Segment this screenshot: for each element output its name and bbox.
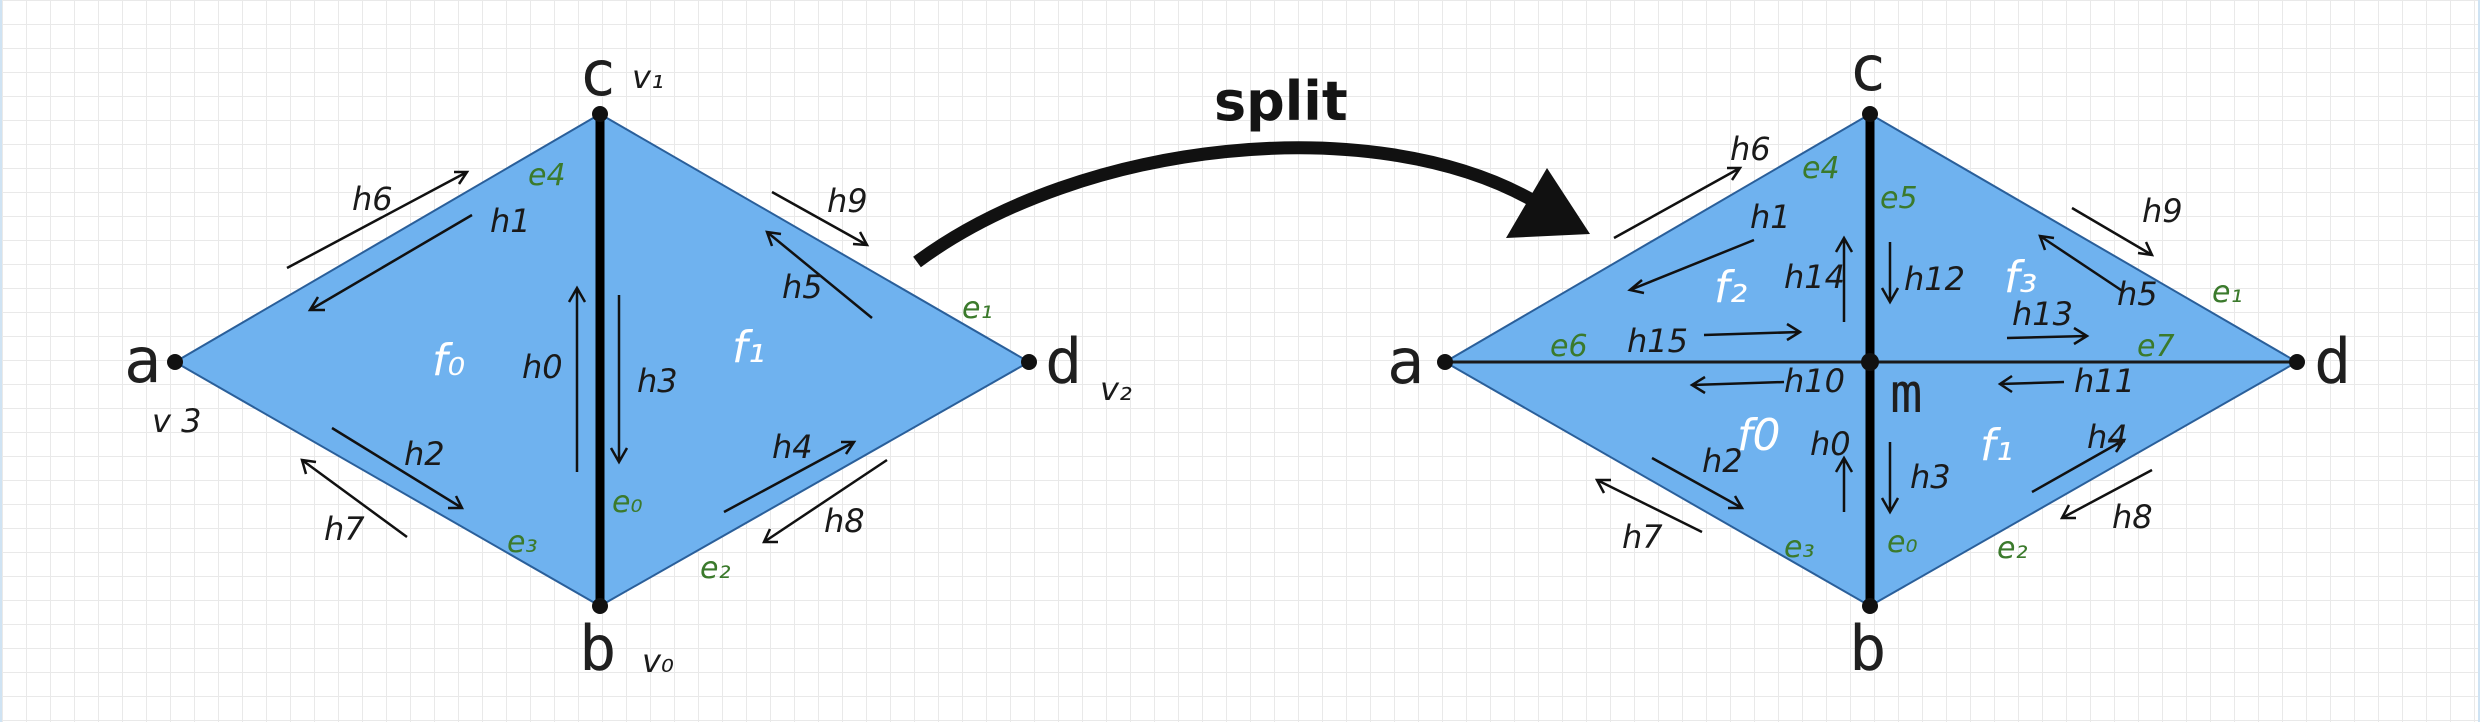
split-arrow: split (913, 70, 1590, 268)
left-mesh: a b c d v₀ v₁ v₂ v 3 f₀ f₁ e₀ e₁ e₂ e₃ e… (124, 37, 1132, 685)
left-vertex-id-v2: v₂ (1100, 370, 1132, 408)
right-halfedge-h9: h9 (2142, 192, 2183, 230)
right-mesh: a b c d m f0 f₁ f₂ f₃ e₀ e₁ e₂ e₃ e4 e5 … (1387, 32, 2351, 685)
right-vertex-b: b (1849, 612, 1886, 685)
left-edge-e1-label: e₁ (962, 291, 992, 326)
left-vertex-id-v1: v₁ (632, 58, 664, 96)
right-halfedge-h14: h14 (1784, 258, 1845, 296)
left-vertex-a: a (124, 324, 161, 397)
left-halfedge-h0: h0 (522, 348, 563, 386)
right-edge-e7-label: e7 (2137, 329, 2175, 364)
left-halfedge-h9: h9 (827, 182, 868, 220)
right-vertex-d-dot (2289, 354, 2305, 370)
left-vertex-a-dot (167, 354, 183, 370)
right-halfedge-h6: h6 (1730, 130, 1771, 168)
right-halfedge-h3: h3 (1910, 458, 1951, 496)
left-edge-e3-label: e₃ (507, 525, 537, 560)
left-halfedge-h5: h5 (782, 268, 823, 306)
right-vertex-c: c (1849, 32, 1886, 105)
right-edge-e2-label: e₂ (1997, 531, 2027, 566)
right-halfedge-h4: h4 (2087, 418, 2128, 456)
left-vertex-d-dot (1021, 354, 1037, 370)
right-halfedge-h15: h15 (1627, 322, 1688, 360)
right-edge-e1-label: e₁ (2212, 275, 2242, 310)
left-halfedge-h8: h8 (824, 502, 865, 540)
right-face-f0-label: f0 (1737, 410, 1780, 461)
right-edge-e5-label: e5 (1880, 181, 1918, 216)
right-edge-e4-label: e4 (1802, 151, 1840, 186)
left-halfedge-h6: h6 (352, 180, 393, 218)
left-vertex-c: c (579, 37, 616, 110)
right-vertex-m-dot (1861, 353, 1879, 371)
right-halfedge-h12: h12 (1904, 260, 1965, 298)
right-halfedge-h7: h7 (1622, 518, 1663, 556)
right-face-f3-label: f₃ (2004, 252, 2037, 303)
left-face-f0-label: f₀ (432, 335, 465, 386)
right-edge-e6-label: e6 (1550, 329, 1588, 364)
left-halfedge-h2: h2 (404, 435, 445, 473)
right-face-f1-label: f₁ (1980, 420, 2013, 471)
left-vertex-id-v3: v 3 (152, 402, 201, 440)
right-halfedge-arrows (1594, 166, 2155, 534)
right-halfedge-h1: h1 (1750, 198, 1791, 236)
left-vertex-b-dot (592, 598, 608, 614)
left-edge-e0-label: e₀ (612, 485, 642, 520)
left-vertex-id-v0: v₀ (642, 642, 674, 680)
right-halfedge-h10: h10 (1784, 362, 1845, 400)
right-halfedge-h8: h8 (2112, 498, 2153, 536)
right-halfedge-h13: h13 (2012, 295, 2073, 333)
left-vertex-d: d (1045, 325, 1082, 398)
right-face-f2-label: f₂ (1714, 262, 1747, 313)
left-halfedge-h4: h4 (772, 428, 813, 466)
right-edge-e0-label: e₀ (1887, 525, 1917, 560)
left-face-f1-label: f₁ (732, 322, 765, 373)
left-vertex-b: b (579, 612, 616, 685)
left-face-f1 (599, 112, 1032, 608)
left-vertex-c-dot (592, 106, 608, 122)
right-halfedge-h2: h2 (1702, 442, 1743, 480)
right-vertex-d: d (2314, 325, 2351, 398)
left-halfedge-h3: h3 (637, 362, 678, 400)
right-vertex-a: a (1387, 325, 1424, 398)
right-vertex-m: m (1890, 362, 1923, 425)
left-edge-e2-label: e₂ (700, 551, 730, 586)
left-halfedge-arrows (286, 170, 888, 544)
right-halfedge-h11: h11 (2074, 362, 2135, 400)
split-label: split (1214, 70, 1348, 133)
right-vertex-a-dot (1437, 354, 1453, 370)
right-vertex-c-dot (1862, 106, 1878, 122)
left-halfedge-h1: h1 (490, 202, 531, 240)
right-halfedge-h5: h5 (2117, 275, 2158, 313)
left-edge-e4-label: e4 (528, 158, 566, 193)
right-halfedge-h0: h0 (1810, 425, 1851, 463)
left-halfedge-h7: h7 (324, 510, 365, 548)
right-edge-e3-label: e₃ (1784, 530, 1814, 565)
right-vertex-b-dot (1862, 598, 1878, 614)
